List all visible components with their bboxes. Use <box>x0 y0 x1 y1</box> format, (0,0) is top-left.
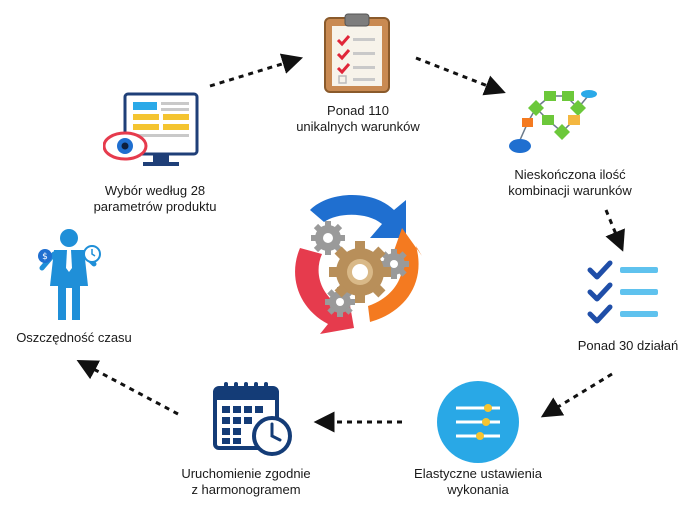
flowchart-label-line1: Nieskończona ilość <box>514 167 626 182</box>
monitor-label-line1: Wybór według 28 <box>104 183 206 198</box>
businessman-icon: $ <box>36 228 102 322</box>
checkmark-list-icon <box>586 258 660 328</box>
flowchart-icon <box>506 88 598 160</box>
arrow-checklist-to-flowchart <box>415 56 506 96</box>
arrow-flowchart-to-actions <box>604 209 625 252</box>
monitor-label: Wybór według 28 parametrów produktu <box>84 183 226 215</box>
settings-label-line2: wykonania <box>447 482 509 497</box>
settings-label: Elastyczne ustawienia wykonania <box>406 466 550 498</box>
arrow-actions-to-settings <box>540 372 613 418</box>
svg-text:$: $ <box>42 252 48 262</box>
businessman-label: Oszczędność czasu <box>12 330 136 346</box>
calendar-label-line2: z harmonogramem <box>191 482 301 497</box>
sliders-icon <box>436 380 520 464</box>
arrow-calendar-to-businessman <box>76 360 179 416</box>
businessman-label-line1: Oszczędność czasu <box>16 330 132 345</box>
calendar-clock-icon <box>212 380 294 458</box>
actions-label: Ponad 30 działań <box>566 338 690 354</box>
checklist-label-line1: Ponad 110 <box>327 103 389 118</box>
checklist-label-line2: unikalnych warunków <box>296 119 420 134</box>
monitor-eye-icon <box>103 92 199 174</box>
calendar-label-line1: Uruchomienie zgodnie <box>181 466 311 481</box>
checklist-label: Ponad 110 unikalnych warunków <box>290 103 426 135</box>
settings-label-line1: Elastyczne ustawienia <box>414 466 542 481</box>
monitor-label-line2: parametrów produktu <box>93 199 217 214</box>
flowchart-label: Nieskończona ilość kombinacji warunków <box>500 167 640 199</box>
calendar-label: Uruchomienie zgodnie z harmonogramem <box>176 466 316 498</box>
clipboard-checklist-icon <box>323 12 391 94</box>
arrow-monitor-to-checklist <box>209 53 304 88</box>
flowchart-label-line2: kombinacji warunków <box>508 183 632 198</box>
actions-label-line1: Ponad 30 działań <box>577 338 679 353</box>
gears-cycle-icon <box>282 186 422 334</box>
